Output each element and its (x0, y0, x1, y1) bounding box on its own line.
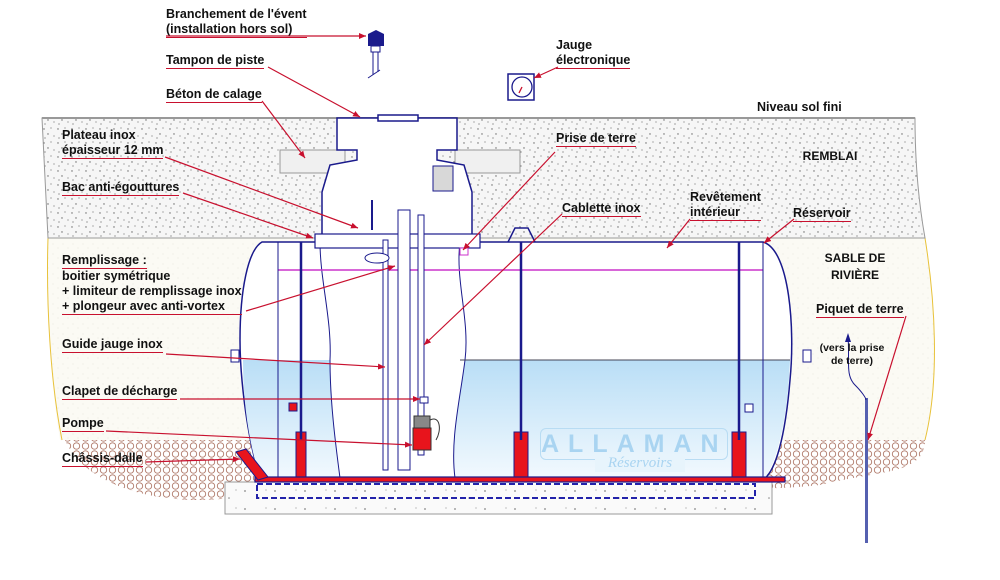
label-clapet-decharge: Clapet de décharge (62, 384, 178, 400)
label-line: Branchement de l'évent (166, 7, 307, 21)
label-branchement-event: Branchement de l'évent (installation hor… (166, 7, 307, 38)
label-line: boitier symétrique (62, 269, 171, 283)
label-cablette-inox: Cablette inox (562, 201, 641, 217)
label-jauge-electronique: Jauge électronique (556, 38, 631, 69)
label-line: + plongeur avec anti-vortex (62, 299, 242, 315)
label-beton-calage: Béton de calage (166, 87, 262, 103)
side-ear-right (802, 349, 812, 363)
label-line: (installation hors sol) (166, 22, 307, 38)
junction-box (432, 165, 454, 192)
label-line: SABLE DE (824, 251, 886, 265)
chassis-end-plate (235, 448, 269, 481)
label-line: RIVIÈRE (830, 268, 879, 282)
calage-block-right (454, 149, 521, 174)
cutaway-section (319, 241, 467, 479)
earth-rod (865, 398, 868, 543)
label-line: de terre) (830, 355, 873, 367)
lifting-lug (507, 227, 536, 243)
side-ear-left (230, 349, 240, 363)
pump (412, 415, 440, 451)
sand-edge-left (47, 237, 63, 441)
label-line: épaisseur 12 mm (62, 143, 164, 159)
label-line: Revêtement (690, 190, 761, 204)
label-line: (vers la prise (819, 342, 885, 354)
label-line: électronique (556, 53, 631, 69)
label-plateau-inox: Plateau inox épaisseur 12 mm (62, 128, 164, 159)
label-pompe: Pompe (62, 416, 104, 432)
label-line: intérieur (690, 205, 761, 221)
label-prise-terre: Prise de terre (556, 131, 636, 147)
vent-cap-icon (367, 30, 384, 79)
leader-lines (105, 33, 907, 463)
label-piquet-terre: Piquet de terre (816, 302, 904, 318)
chassis-rail (254, 476, 786, 483)
electronic-gauge-icon (507, 73, 535, 101)
fill-pipe (397, 209, 411, 471)
label-guide-jauge: Guide jauge inox (62, 337, 163, 353)
label-sable-riviere: SABLE DE RIVIÈRE (815, 250, 895, 284)
label-revetement-interieur: Revêtement intérieur (690, 190, 761, 221)
suction-pipe (417, 214, 425, 456)
tampon-piste (377, 114, 419, 122)
label-niveau-sol-fini: Niveau sol fini (757, 100, 842, 114)
support-right (731, 242, 754, 481)
sand-edge-right (924, 237, 935, 441)
slab-frame-dashed (256, 483, 756, 499)
label-bac-anti-egouttures: Bac anti-égouttures (62, 180, 180, 196)
label-line: + limiteur de remplissage inox (62, 284, 242, 298)
label-remplissage: Remplissage : boitier symétrique + limit… (62, 253, 242, 315)
clapet-decharge (419, 396, 429, 404)
gauge-guide (382, 239, 389, 471)
earth-cable-arrow (845, 333, 851, 342)
label-line: Jauge (556, 38, 593, 52)
earth-cable (847, 336, 867, 401)
support-middle (513, 242, 529, 481)
label-line: Remplissage : (62, 253, 147, 269)
allaman-logo-subtitle: Réservoirs (595, 455, 685, 472)
label-tampon-piste: Tampon de piste (166, 53, 265, 69)
label-line: Plateau inox (62, 128, 136, 142)
anti-drip-tray (364, 252, 390, 264)
remblai-zone (41, 117, 926, 239)
label-vers-prise-terre: (vers la prise de terre) (812, 342, 892, 368)
label-remblai: REMBLAI (802, 149, 858, 163)
label-chassis-dalle: Châssis-dalle (62, 451, 143, 467)
label-reservoir: Réservoir (793, 206, 851, 222)
